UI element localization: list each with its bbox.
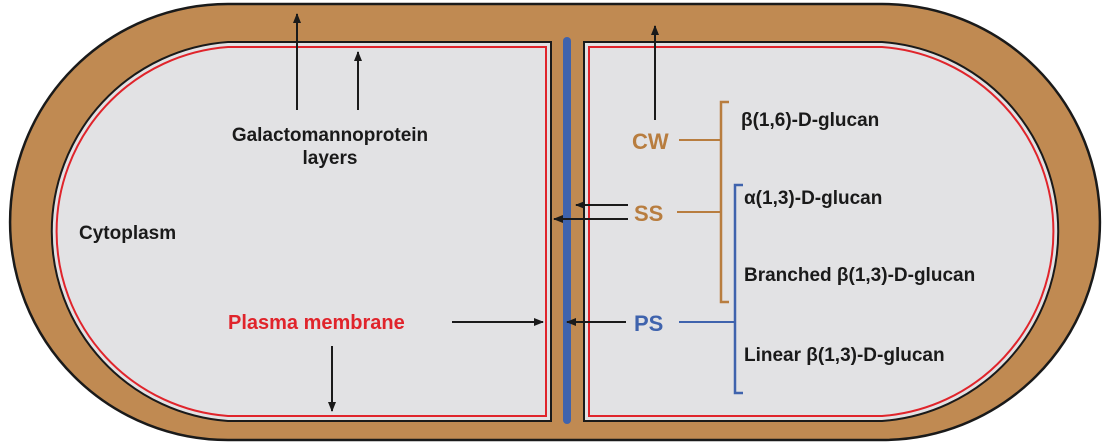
- plasma-membrane-label: Plasma membrane: [228, 312, 405, 334]
- left-plasma-membrane: [55, 46, 547, 417]
- right-plasma-membrane: [588, 46, 1055, 417]
- septum: [563, 37, 571, 424]
- cw-ss-bracket: [719, 100, 729, 304]
- linear-beta13-glucan-label: Linear β(1,3)-D-glucan: [744, 345, 945, 366]
- ps-bracket: [733, 183, 743, 395]
- alpha13-glucan-label: α(1,3)-D-glucan: [744, 188, 882, 209]
- cytoplasm-label: Cytoplasm: [79, 223, 176, 244]
- cw-label: CW: [632, 129, 669, 154]
- right-compartment-outline: [583, 41, 1060, 422]
- beta16-glucan-label: β(1,6)-D-glucan: [741, 110, 879, 131]
- galactomannoprotein-label-line1: Galactomannoprotein: [232, 125, 428, 146]
- ss-label: SS: [634, 201, 663, 226]
- ps-label: PS: [634, 311, 663, 336]
- left-compartment-outline: [50, 41, 552, 422]
- branched-beta13-glucan-label: Branched β(1,3)-D-glucan: [744, 265, 975, 286]
- galactomannoprotein-label-line2: layers: [303, 148, 358, 169]
